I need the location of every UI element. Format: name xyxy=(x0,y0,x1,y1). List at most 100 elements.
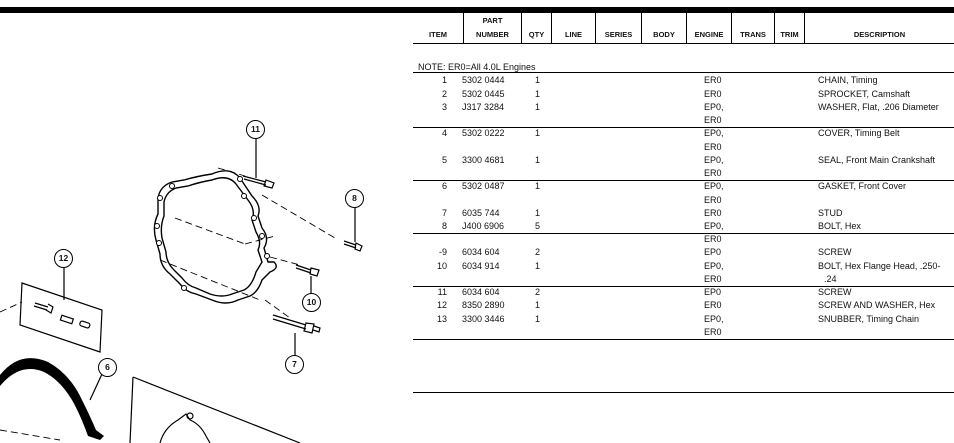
row-divider xyxy=(413,233,954,234)
description: SCREW xyxy=(818,247,852,257)
header-engine: ENGINE xyxy=(687,13,732,44)
quantity: 1 xyxy=(535,314,541,324)
hardware-panel xyxy=(19,282,103,353)
quantity: 1 xyxy=(535,155,541,165)
part-number: 6034 604 xyxy=(462,247,500,257)
callout-6: 6 xyxy=(98,358,117,377)
engine-code: ER0 xyxy=(704,327,722,337)
header-trim: TRIM xyxy=(775,13,805,44)
header-qty: QTY xyxy=(522,13,552,44)
part-number: 6034 604 xyxy=(462,287,500,297)
part-number: 6034 914 xyxy=(462,261,500,271)
item-number: 12 xyxy=(436,300,447,310)
gasket-6 xyxy=(0,358,104,440)
exploded-parts-diagram: 11 8 12 10 7 6 xyxy=(0,13,410,443)
description: GASKET, Front Cover xyxy=(818,181,907,191)
item-number: 5 xyxy=(441,155,447,165)
quantity: 2 xyxy=(535,247,541,257)
quantity: 1 xyxy=(535,181,541,191)
engine-code: ER0 xyxy=(704,168,722,178)
engine-code: ER0 xyxy=(704,142,722,152)
engine-code: ER0 xyxy=(704,274,722,284)
table-bottom-rule xyxy=(413,392,954,393)
callout-7: 7 xyxy=(285,355,304,374)
description: WASHER, Flat, .206 Diameter xyxy=(818,102,939,112)
engine-code: ER0 xyxy=(704,300,722,310)
engine-code: EP0, xyxy=(704,102,724,112)
description: SCREW xyxy=(818,287,852,297)
item-number: 4 xyxy=(441,128,447,138)
callout-12: 12 xyxy=(54,249,73,268)
quantity: 1 xyxy=(535,89,541,99)
engine-code: EP0, xyxy=(704,261,724,271)
stud-7 xyxy=(272,314,321,334)
page-header-bar xyxy=(0,7,954,13)
item-number: 1 xyxy=(441,75,447,85)
description: SPROCKET, Camshaft xyxy=(818,89,911,99)
part-number: 5302 0445 xyxy=(462,89,505,99)
header-line: LINE xyxy=(552,13,596,44)
item-number: -9 xyxy=(438,247,447,257)
description: BOLT, Hex Flange Head, .250- xyxy=(818,261,941,271)
callout-8: 8 xyxy=(345,189,364,208)
item-number: 11 xyxy=(437,287,447,297)
row-divider xyxy=(413,286,954,287)
part-number: 5302 0444 xyxy=(462,75,505,85)
part-number: J400 6906 xyxy=(462,221,505,231)
header-item: ITEM xyxy=(413,13,464,44)
header-body: BODY xyxy=(642,13,687,44)
engine-code: ER0 xyxy=(704,89,722,99)
header-underline xyxy=(413,43,954,44)
bolt-8 xyxy=(343,240,363,252)
item-number: 2 xyxy=(441,89,447,99)
engine-code: EP0 xyxy=(704,287,722,297)
quantity: 1 xyxy=(535,300,541,310)
item-number: 10 xyxy=(436,261,447,271)
quantity: 1 xyxy=(535,102,541,112)
engine-code: EP0 xyxy=(704,247,722,257)
engine-code: ER0 xyxy=(704,208,722,218)
bolt-11 xyxy=(242,175,275,189)
engine-code: ER0 xyxy=(704,234,722,244)
description: .24 xyxy=(824,274,837,284)
item-number: 6 xyxy=(441,181,447,191)
header-trans: TRANS xyxy=(732,13,775,44)
description: CHAIN, Timing xyxy=(818,75,878,85)
part-number: 3300 4681 xyxy=(462,155,505,165)
description: COVER, Timing Belt xyxy=(818,128,900,138)
quantity: 2 xyxy=(535,287,541,297)
engine-code: EP0, xyxy=(704,181,724,191)
description: SCREW AND WASHER, Hex xyxy=(818,300,936,310)
quantity: 1 xyxy=(535,128,541,138)
description: SEAL, Front Main Crankshaft xyxy=(818,155,936,165)
part-number: 6035 744 xyxy=(462,208,500,218)
part-number: 3300 3446 xyxy=(462,314,505,324)
part-number: 8350 2890 xyxy=(462,300,505,310)
table-note: NOTE: ER0=All 4.0L Engines xyxy=(418,62,536,72)
description: STUD xyxy=(818,208,843,218)
row-divider xyxy=(413,180,954,181)
callout-10: 10 xyxy=(302,293,321,312)
part-number: 5302 0487 xyxy=(462,181,505,191)
housing-panel xyxy=(129,376,301,443)
row-divider xyxy=(413,127,954,128)
header-series: SERIES xyxy=(596,13,642,44)
quantity: 1 xyxy=(535,75,541,85)
quantity: 1 xyxy=(535,261,541,271)
quantity: 1 xyxy=(535,208,541,218)
diagram-drawing xyxy=(0,139,363,443)
item-number: 7 xyxy=(441,208,447,218)
part-number: 5302 0222 xyxy=(462,128,505,138)
description: BOLT, Hex xyxy=(818,221,861,231)
engine-code: EP0, xyxy=(704,221,724,231)
engine-code: ER0 xyxy=(704,115,722,125)
callout-11: 11 xyxy=(246,120,265,139)
engine-code: ER0 xyxy=(704,75,722,85)
engine-code: EP0, xyxy=(704,155,724,165)
item-number: 3 xyxy=(441,102,447,112)
engine-code: EP0, xyxy=(704,314,724,324)
header-description: DESCRIPTION xyxy=(853,30,906,39)
